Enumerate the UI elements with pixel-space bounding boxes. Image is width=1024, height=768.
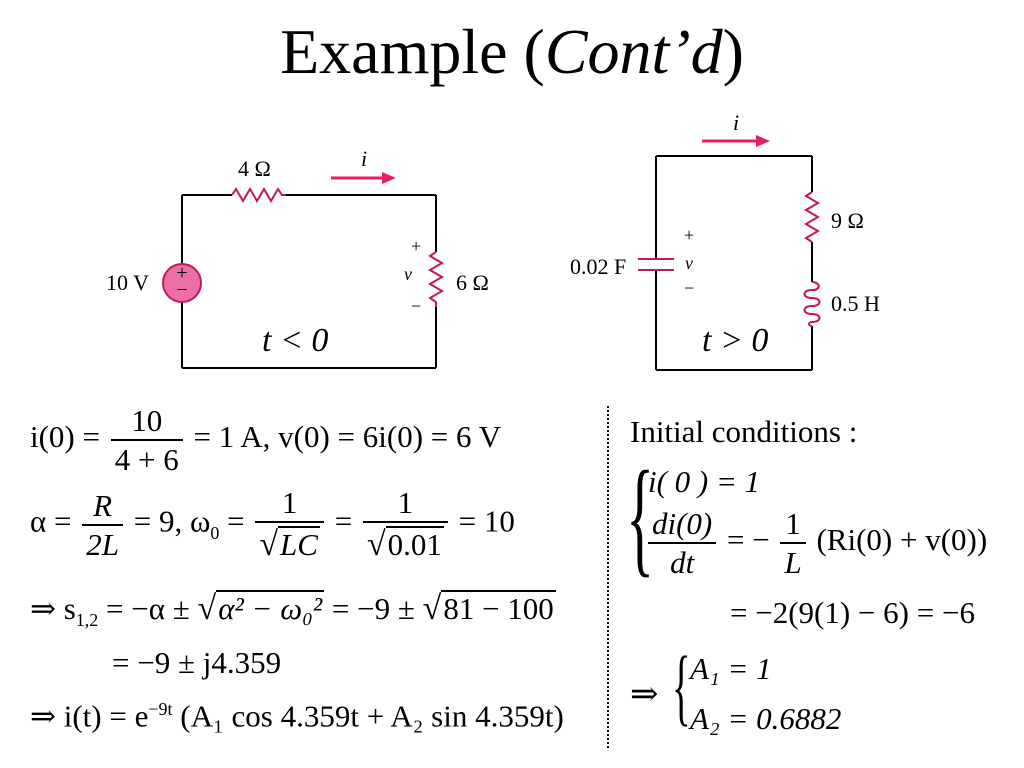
plus-left: + [411, 236, 422, 256]
resistor-4ohm [231, 187, 286, 203]
current-label-right: i [733, 110, 740, 135]
equation-current-solution: ⇒ i(t) = e−9t (A₁ cos 4.359t + A₂ sin 4.… [30, 698, 564, 734]
resistor-9ohm-label: 9 Ω [831, 208, 864, 233]
resistor-6ohm-label: 6 Ω [456, 270, 489, 295]
equation-roots-value: = −9 ± j4.359 [112, 645, 282, 680]
current-label-left: i [361, 146, 368, 171]
page-title: Example (Cont’d) [280, 16, 744, 87]
constant-a2: A₂ = 0.6882 [690, 701, 842, 736]
brace-conditions: { [626, 445, 655, 589]
circuit-right [655, 155, 813, 371]
circuit-left [181, 194, 437, 369]
circuit-diagrams: + − [162, 135, 821, 371]
initial-conditions-heading: Initial conditions : [630, 414, 858, 449]
time-label-left: t < 0 [262, 322, 329, 359]
capacitor-label: 0.02 F [570, 254, 627, 279]
svg-text:+: + [176, 262, 187, 284]
svg-text:−: − [176, 279, 187, 301]
resistor-6ohm [428, 251, 444, 307]
inductor-label: 0.5 H [831, 291, 880, 316]
condition-derivative-value: = −2(9(1) − 6) = −6 [730, 595, 975, 630]
condition-i0: i( 0 ) = 1 [648, 464, 761, 499]
constant-a1: A₁ = 1 [690, 651, 772, 686]
resistor-9ohm [804, 191, 820, 243]
resistor-4ohm-label: 4 Ω [238, 156, 271, 181]
minus-right: − [684, 278, 695, 298]
divider [607, 406, 609, 748]
brace-constants: { [672, 638, 691, 734]
source-label: 10 V [106, 270, 149, 295]
voltage-source [162, 263, 202, 303]
implies-arrow: ⇒ [630, 676, 659, 713]
time-label-right: t > 0 [702, 322, 769, 359]
minus-left: − [411, 296, 422, 316]
plus-right: + [684, 225, 695, 245]
equation-roots: ⇒ s1,2 = −α ± √α² − ω₀² = −9 ± √81 − 100 [30, 590, 556, 631]
voltage-v-right: v [685, 253, 693, 273]
inductor [803, 281, 821, 327]
voltage-v-left: v [404, 264, 412, 284]
